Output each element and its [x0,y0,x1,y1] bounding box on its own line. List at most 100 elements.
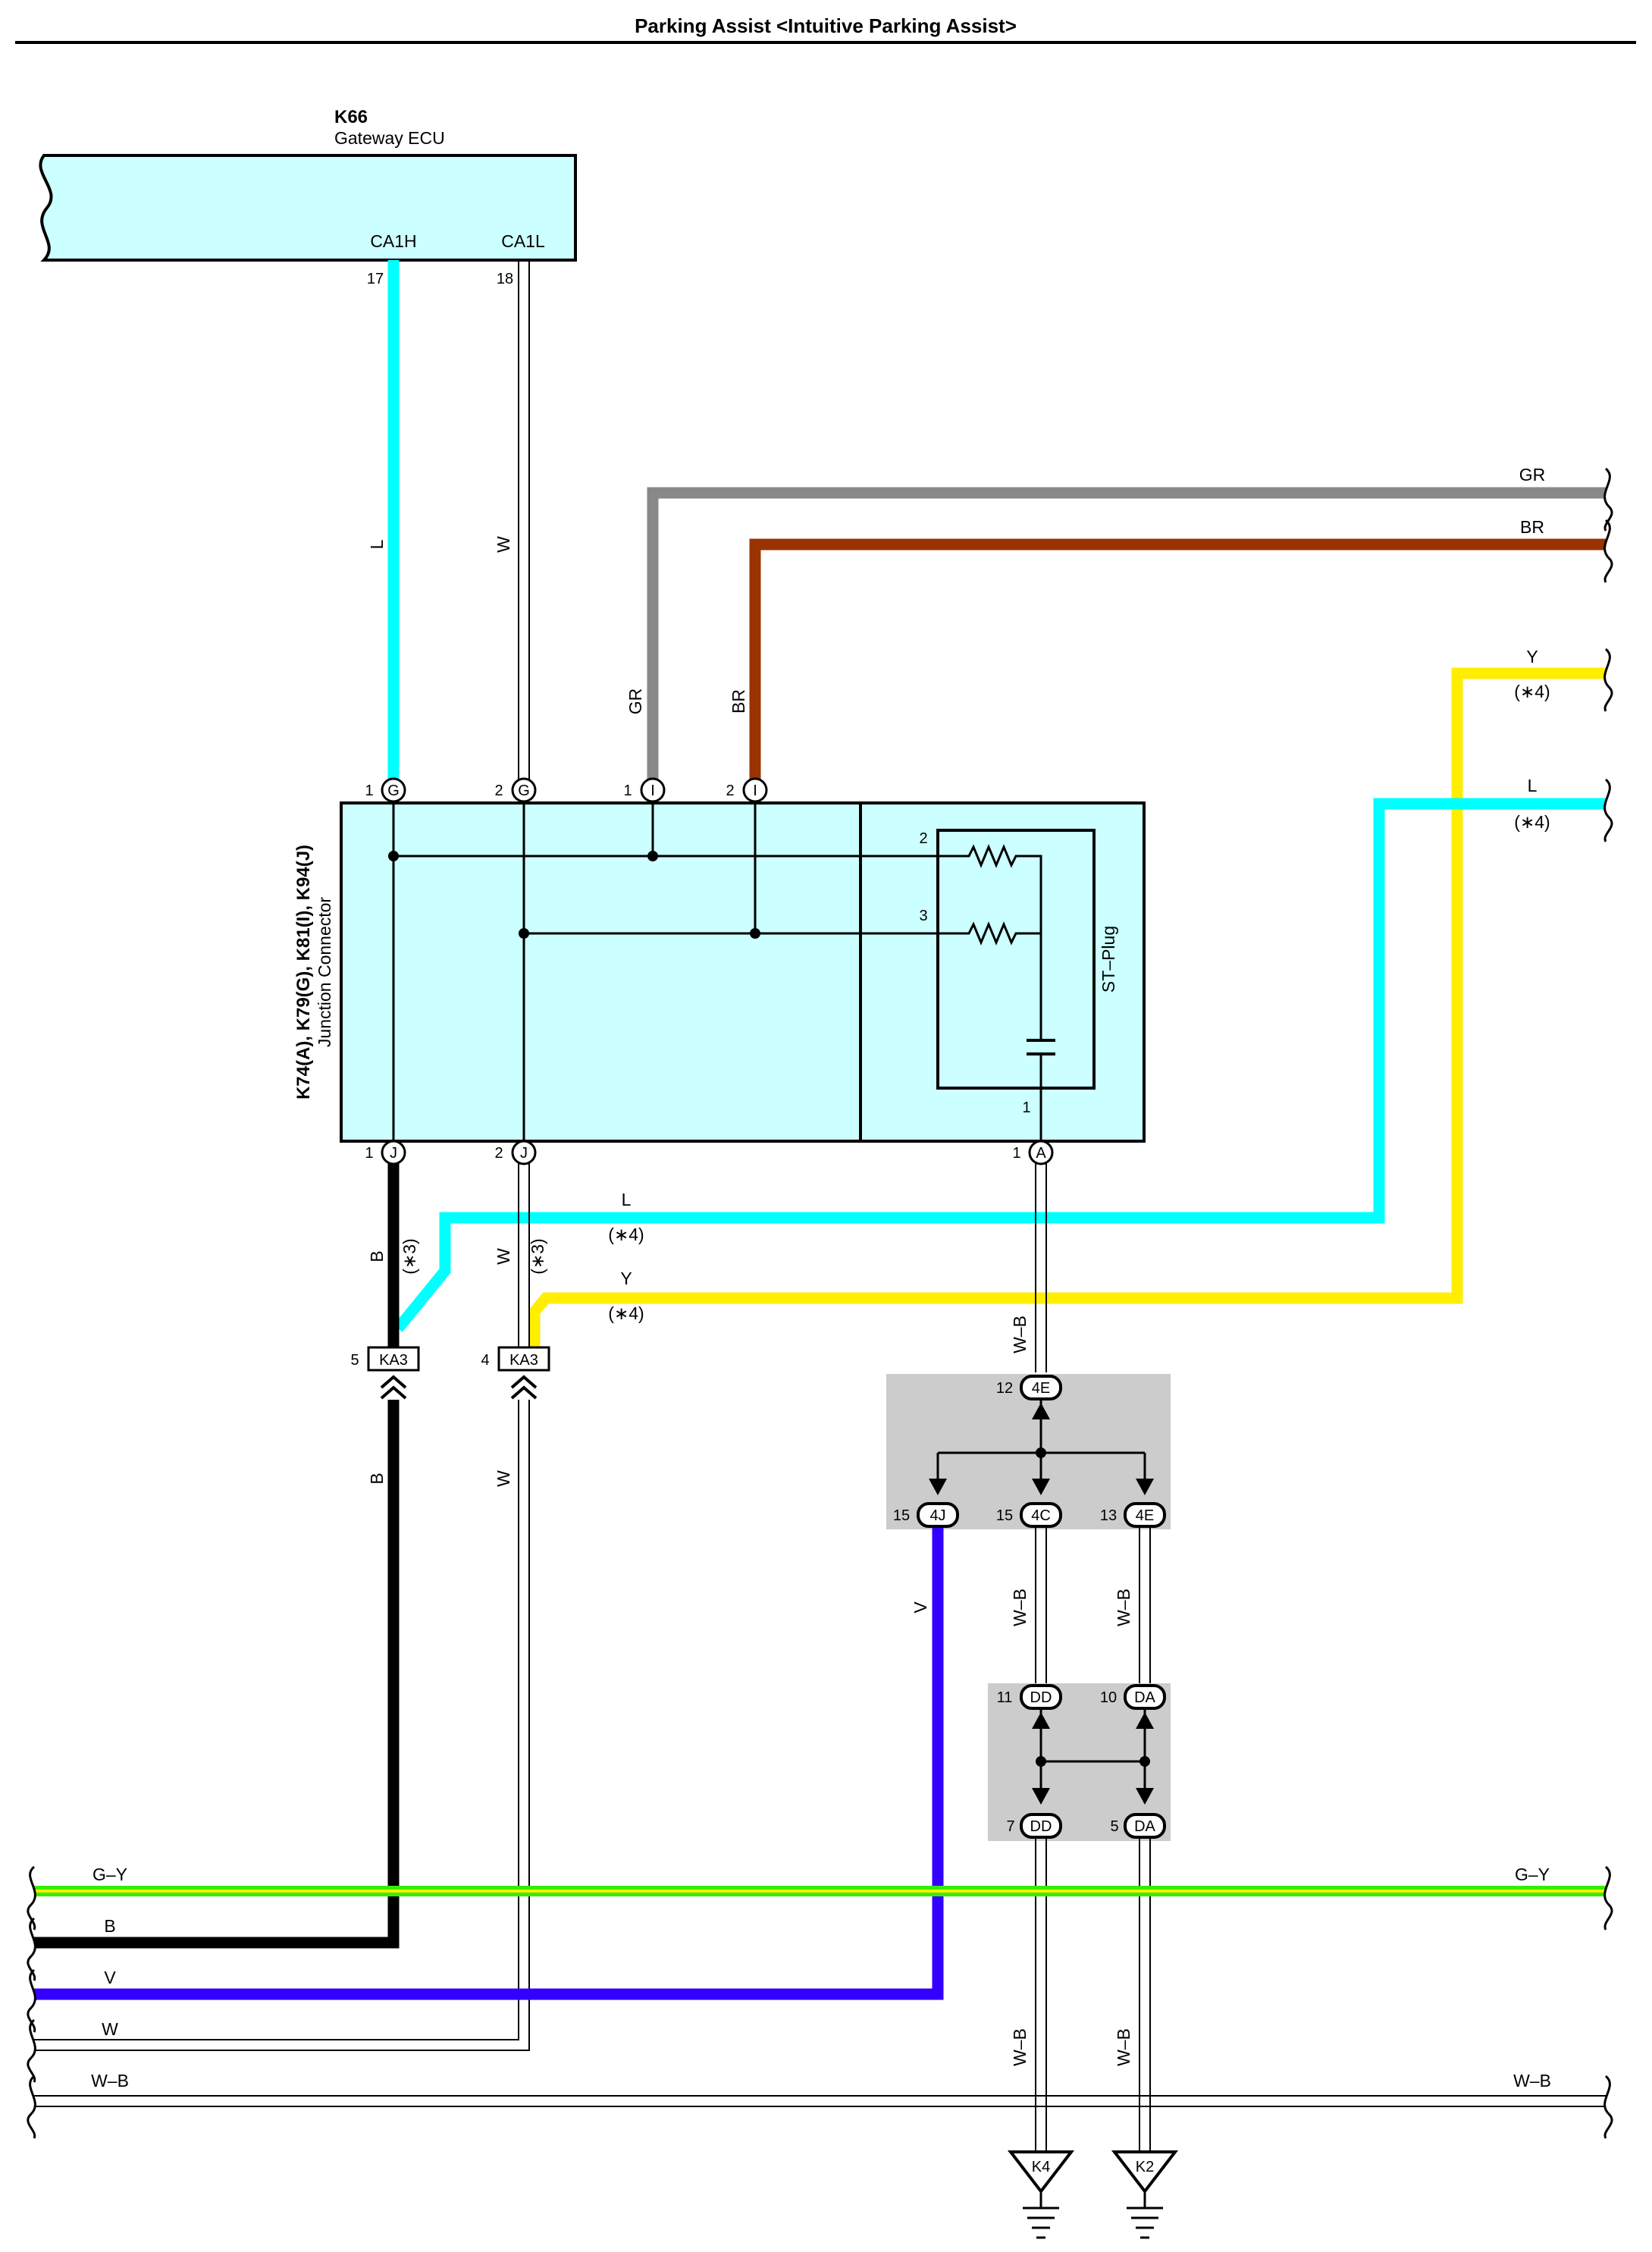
svg-text:1: 1 [365,1145,373,1162]
junction-pin-j2: J 2 [494,1140,537,1165]
svg-text:1: 1 [365,783,373,799]
svg-text:10: 10 [1100,1689,1117,1706]
wire-label-y-mid-note: (∗4) [608,1303,644,1323]
ecu-pin-17: 17 [367,271,384,287]
wire-wb-a [1035,1153,1047,1372]
svg-text:K2: K2 [1136,2159,1154,2175]
wire-label-gr-right: GR [1519,465,1546,485]
wire-label-br-right: BR [1520,517,1544,537]
splice1-conn-4j: 4J 15 [893,1502,959,1528]
ecu-pin-ca1h-label: CA1H [370,231,416,251]
ecu-pin-18: 18 [497,271,513,287]
wire-label-wb-k2: W–B [1114,2028,1133,2066]
wire-w-ecu [518,260,530,779]
svg-text:G: G [518,783,530,799]
svg-text:G: G [387,783,400,799]
wire-label-br-vert: BR [729,689,748,714]
splice1-top-connector: 4E 12 [996,1375,1062,1400]
svg-text:I: I [650,783,655,799]
splice2-conn-da-bottom: DA 5 [1110,1813,1166,1839]
svg-text:A: A [1036,1145,1046,1162]
wire-label-b-top-note: (∗3) [400,1238,419,1274]
resistor-pin-2: 2 [919,830,927,847]
junction-dots [388,851,760,939]
wire-label-wb-4e: W–B [1114,1589,1133,1626]
svg-text:4E: 4E [1136,1507,1154,1524]
bus-label-gy-right: G–Y [1515,1865,1550,1884]
wire-label-l-ecu: L [367,539,387,549]
wire-l-loop [393,798,1606,1332]
svg-text:2: 2 [494,1145,503,1162]
splice1-conn-4c: 4C 15 [996,1502,1062,1528]
junction-name: Junction Connector [315,897,334,1048]
wire-label-b-top: B [367,1250,387,1262]
svg-text:7: 7 [1006,1818,1014,1835]
svg-text:12: 12 [996,1380,1013,1397]
junction-pin-i2: I 2 [726,777,768,803]
wire-br [749,538,1606,779]
wire-gr [647,487,1606,779]
wire-break-marks-right [1603,467,1613,842]
splice1-conn-4e: 4E 13 [1100,1502,1166,1528]
bus-label-v: V [104,1968,116,1987]
svg-text:DA: DA [1134,1689,1155,1706]
svg-text:1: 1 [1012,1145,1020,1162]
bus-label-w: W [102,2019,118,2039]
svg-text:13: 13 [1100,1507,1117,1524]
svg-text:KA3: KA3 [379,1352,408,1369]
bus-label-b: B [104,1916,115,1936]
ground-k2: K2 [1111,2150,1179,2239]
wire-v [34,1528,944,2000]
wire-label-w-top: W [494,1248,513,1265]
junction-pin-i1: I 1 [623,777,666,803]
wire-label-l-mid: L [622,1190,632,1209]
svg-text:2: 2 [726,783,734,799]
splice2-dots [1036,1756,1150,1767]
resistor-pin-3: 3 [919,908,927,924]
svg-text:I: I [753,783,757,799]
wire-label-wb-a: W–B [1010,1316,1030,1353]
svg-text:DA: DA [1134,1818,1155,1835]
ecu-name: Gateway ECU [334,128,445,148]
capacitor-pin-1: 1 [1022,1099,1030,1116]
splice2-arrows [1032,1712,1154,1805]
svg-text:15: 15 [893,1507,910,1524]
splice2-conn-da-top: DA 10 [1100,1684,1166,1710]
wire-label-b-bot: B [367,1473,387,1484]
svg-text:4: 4 [481,1352,489,1369]
bus-w-b [34,2095,1606,2107]
wire-label-w-bot: W [494,1470,513,1487]
junction-pin-g1: G 1 [365,777,406,803]
junction-codes: K74(A), K79(G), K81(I), K94(J) [293,845,314,1099]
svg-text:4J: 4J [929,1507,945,1524]
svg-text:4C: 4C [1031,1507,1051,1524]
wire-w-lower [34,1400,530,2051]
svg-text:J: J [390,1145,397,1162]
ground-k4: K4 [1007,2150,1075,2239]
junction-internal-wiring [392,803,963,1141]
wire-label-l-right-note: (∗4) [1514,812,1550,832]
wire-label-y-mid: Y [620,1269,632,1288]
wire-break-marks-right-bottom [1603,1865,1613,2139]
wire-b-lower [34,1400,400,1949]
wire-label-gr-vert: GR [625,688,645,715]
svg-text:KA3: KA3 [509,1352,538,1369]
junction-pin-j1: J 1 [365,1140,406,1165]
svg-text:5: 5 [1110,1818,1118,1835]
svg-text:4E: 4E [1032,1380,1050,1397]
svg-text:DD: DD [1030,1818,1052,1835]
svg-text:J: J [520,1145,528,1162]
ecu-code: K66 [334,107,368,127]
junction-pin-a1: A 1 [1012,1140,1054,1165]
st-plug-label: ST–Plug [1099,926,1118,993]
wire-label-w-ecu: W [494,536,513,553]
wire-wb-4e-da [1139,1528,1151,1686]
wire-label-v-vert: V [911,1601,930,1614]
inline-connector-ka3-4: KA3 4 [481,1346,550,1400]
page-title: Parking Assist <Intuitive Parking Assist… [635,14,1017,37]
junction-connector-box [340,801,1146,1143]
bus-label-wb-right: W–B [1513,2071,1551,2090]
svg-text:1: 1 [623,783,632,799]
wire-label-y-right: Y [1526,647,1538,667]
